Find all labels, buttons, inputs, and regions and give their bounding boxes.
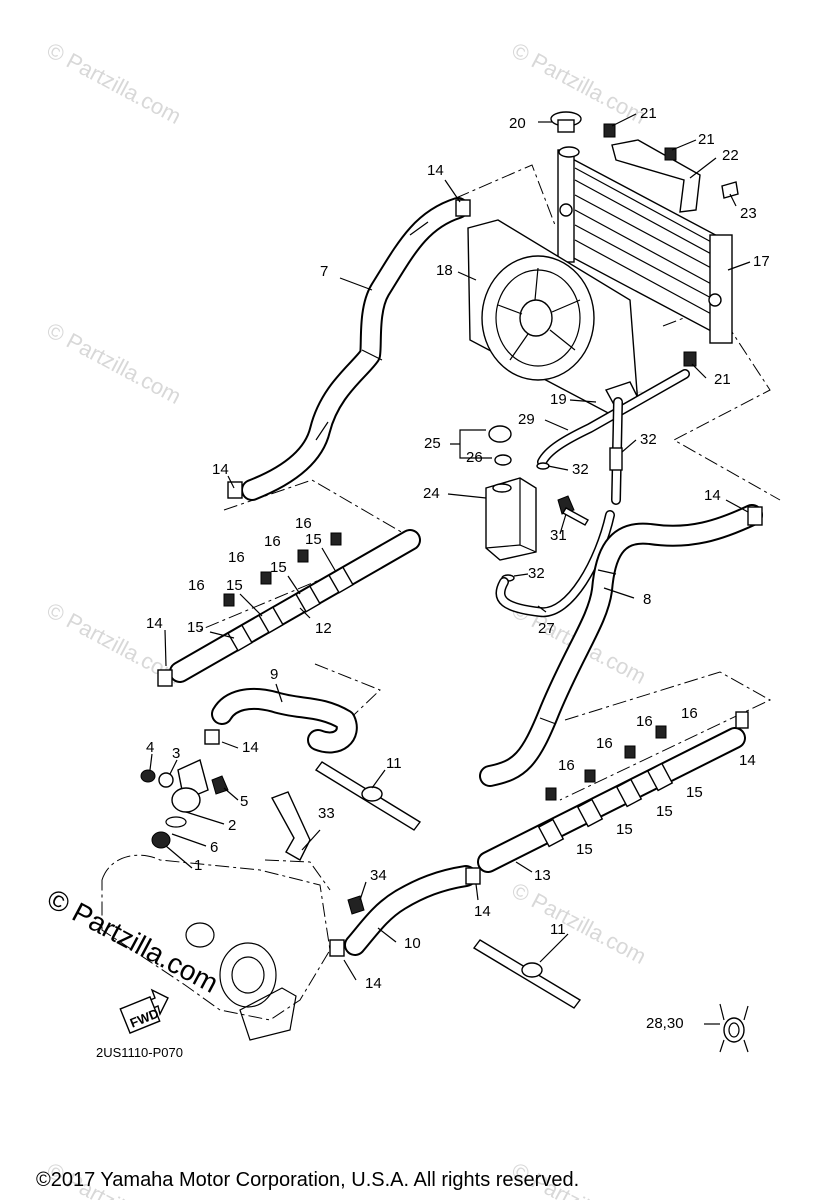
- callout-16: 16: [188, 577, 205, 594]
- bracket-33: [270, 791, 311, 861]
- callout-31: 31: [550, 527, 567, 544]
- callout-4: 4: [146, 739, 154, 756]
- callout-32: 32: [640, 431, 657, 448]
- callout-16: 16: [295, 515, 312, 532]
- pipe-12: [157, 529, 421, 687]
- callout-12: 12: [315, 620, 332, 637]
- fwd-arrow: FWD: [119, 988, 169, 1034]
- callout-29: 29: [518, 411, 535, 428]
- callout-15: 15: [270, 559, 287, 576]
- callout-14: 14: [146, 615, 163, 632]
- callout-14: 14: [427, 162, 444, 179]
- callout-16: 16: [596, 735, 613, 752]
- diagram-code: 2US1110-P070: [96, 1045, 183, 1060]
- callout-1: 1: [194, 857, 202, 874]
- callout-15: 15: [187, 619, 204, 636]
- cooling-fan: [467, 219, 641, 416]
- copyright-notice: ©2017 Yamaha Motor Corporation, U.S.A. A…: [36, 1169, 579, 1191]
- callout-15: 15: [616, 821, 633, 838]
- hose-29: [536, 369, 690, 505]
- callout-15: 15: [656, 803, 673, 820]
- callout-25: 25: [424, 435, 441, 452]
- callout-14: 14: [212, 461, 229, 478]
- callout-15: 15: [576, 841, 593, 858]
- radiator-cap: [550, 111, 582, 158]
- callout-18: 18: [436, 262, 453, 279]
- callout-16: 16: [681, 705, 698, 722]
- hose-8: [479, 504, 763, 787]
- callout-23: 23: [740, 205, 757, 222]
- callout-33: 33: [318, 805, 335, 822]
- callout-10: 10: [404, 935, 421, 952]
- callout-21: 21: [714, 371, 731, 388]
- callout-14: 14: [474, 903, 491, 920]
- hose-7: [227, 197, 471, 501]
- callout-16: 16: [558, 757, 575, 774]
- callout-32: 32: [572, 461, 589, 478]
- callout-26: 26: [466, 449, 483, 466]
- thermostat-group: [140, 759, 229, 849]
- watermark-text: © Partzilla.com: [43, 37, 186, 129]
- callout-11: 11: [550, 921, 566, 938]
- callout-24: 24: [423, 485, 440, 502]
- callout-8: 8: [643, 591, 651, 608]
- callout-22: 22: [722, 147, 739, 164]
- engine-outline: [101, 854, 331, 1041]
- callout-19: 19: [550, 391, 567, 408]
- radiator-bracket: [603, 123, 739, 367]
- callout-14: 14: [739, 752, 756, 769]
- callout-13: 13: [534, 867, 551, 884]
- watermark-text-dark: © Partzilla.com: [42, 883, 223, 999]
- callout-16: 16: [228, 549, 245, 566]
- hose-27: [495, 510, 615, 618]
- straps-11: [314, 761, 582, 1009]
- callout-28-30: 28,30: [646, 1015, 684, 1032]
- callout-11: 11: [386, 755, 402, 772]
- radiator: [557, 149, 733, 344]
- callout-15: 15: [226, 577, 243, 594]
- leader-lines: [149, 113, 751, 1025]
- callout-7: 7: [320, 263, 328, 280]
- clip-28-30: [719, 1003, 749, 1053]
- callout-3: 3: [172, 745, 180, 762]
- callout-labels: 20 21 21 22 23 14 7 18 17 21 19 29 32 25…: [146, 105, 770, 1032]
- callout-14: 14: [704, 487, 721, 504]
- callout-5: 5: [240, 793, 248, 810]
- callout-14: 14: [242, 739, 259, 756]
- callout-14: 14: [365, 975, 382, 992]
- callout-2: 2: [228, 817, 236, 834]
- reservoir-tank: [485, 425, 589, 582]
- watermark-text: © Partzilla.com: [43, 317, 186, 409]
- callout-9: 9: [270, 666, 278, 683]
- pipe-13: [477, 711, 749, 873]
- callout-6: 6: [210, 839, 218, 856]
- callout-17: 17: [753, 253, 770, 270]
- callout-21: 21: [640, 105, 657, 122]
- watermark-text: © Partzilla.com: [508, 877, 651, 969]
- hose-9: [204, 687, 358, 754]
- callout-15: 15: [686, 784, 703, 801]
- callout-15: 15: [305, 531, 322, 548]
- callout-21: 21: [698, 131, 715, 148]
- callout-16: 16: [264, 533, 281, 550]
- callout-20: 20: [509, 115, 526, 132]
- callout-16: 16: [636, 713, 653, 730]
- callout-32: 32: [528, 565, 545, 582]
- callout-27: 27: [538, 620, 555, 637]
- callout-34: 34: [370, 867, 387, 884]
- hose-10: [329, 865, 481, 957]
